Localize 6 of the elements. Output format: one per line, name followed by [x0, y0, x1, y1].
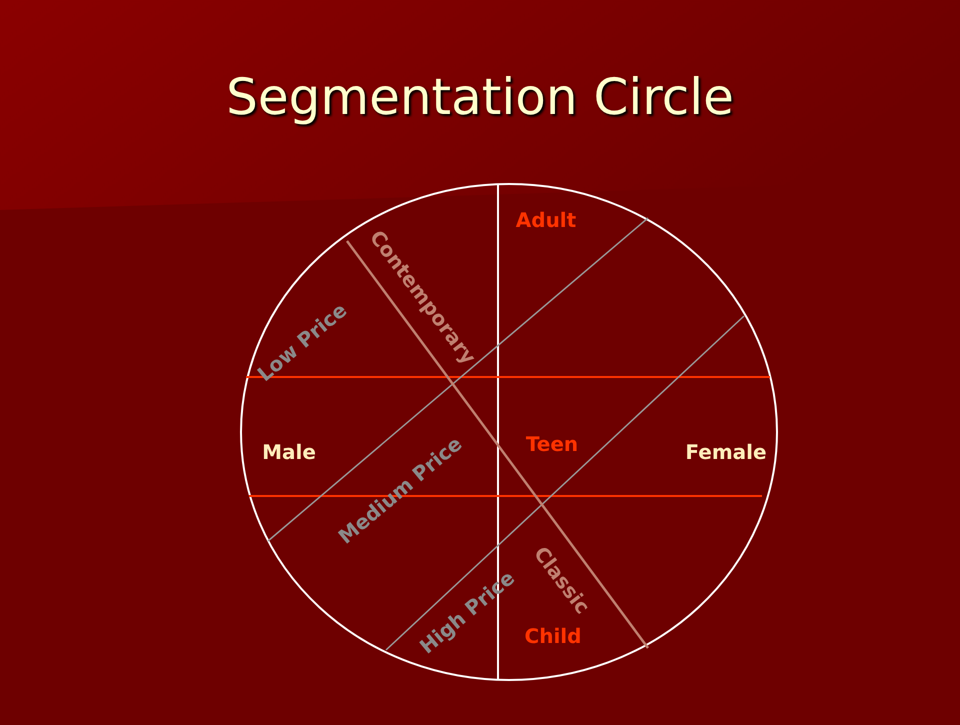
segment-label: Adult — [516, 208, 576, 232]
segment-label: Teen — [526, 432, 578, 456]
slide-title: Segmentation Circle — [225, 68, 735, 126]
segment-label: Female — [685, 440, 767, 464]
segment-label: Child — [524, 624, 582, 648]
segment-label: Male — [262, 440, 316, 464]
